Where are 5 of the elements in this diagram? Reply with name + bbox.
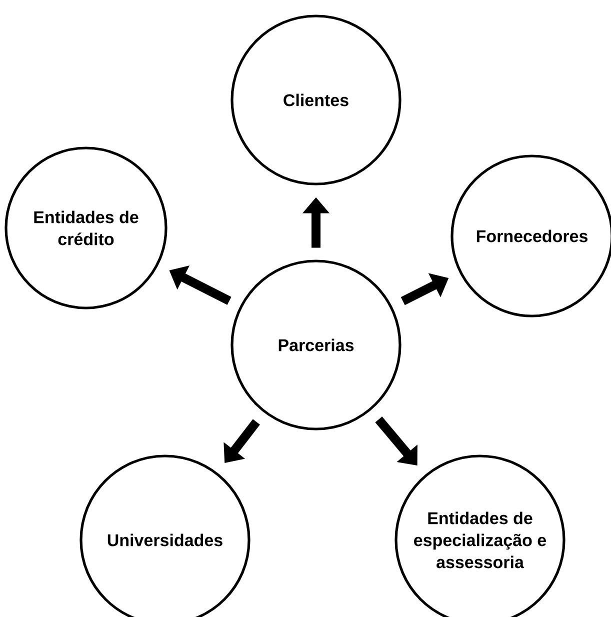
- circle-node: Parcerias: [230, 260, 402, 430]
- circle-node: Clientes: [230, 14, 402, 186]
- arrow: [224, 419, 260, 463]
- circle-node: Entidades de crédito: [4, 146, 168, 310]
- arrow: [375, 416, 418, 466]
